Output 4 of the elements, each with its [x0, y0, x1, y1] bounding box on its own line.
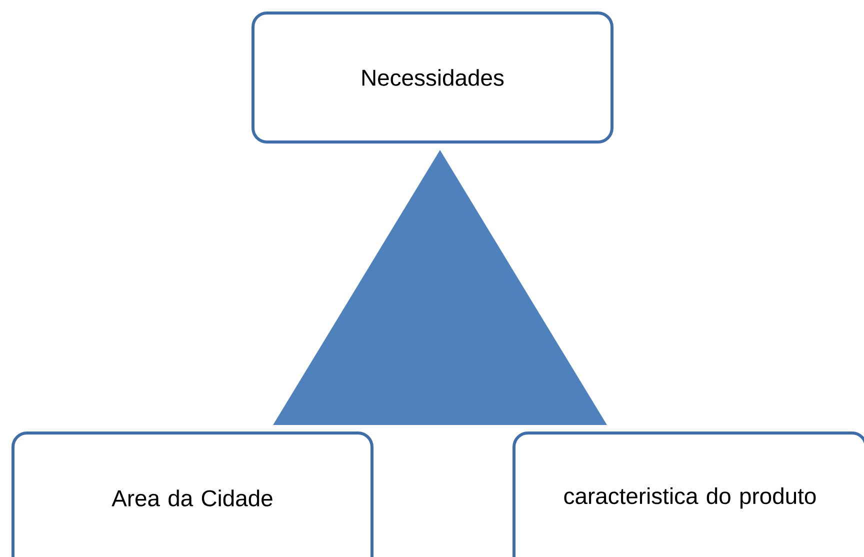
- process-box: Area da Cidade: [12, 432, 374, 557]
- triangle: [273, 150, 607, 425]
- process-box: Necessidades: [252, 12, 614, 144]
- process-box: caracteristica do produto: [512, 432, 864, 557]
